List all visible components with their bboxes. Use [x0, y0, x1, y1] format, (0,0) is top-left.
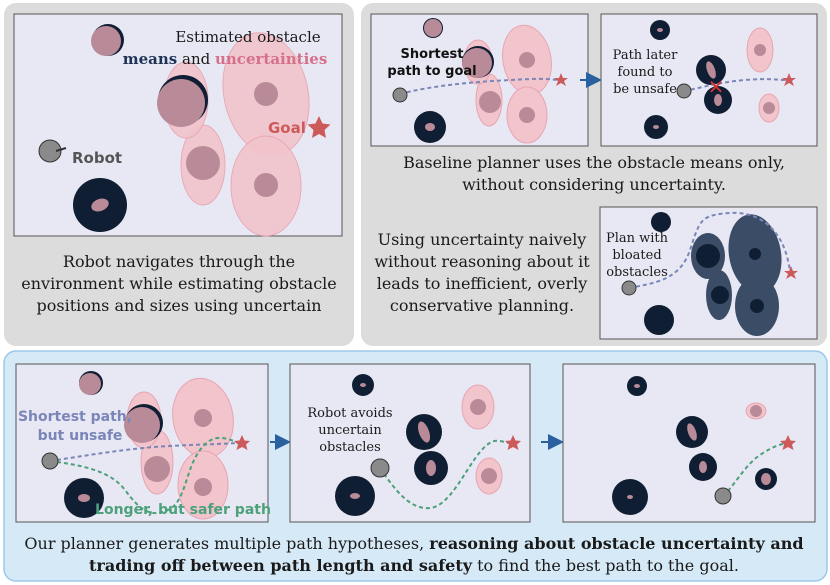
svg-text:positions and sizes using unce: positions and sizes using uncertain [36, 296, 321, 315]
scene-ours-2: Robot avoids uncertain obstacles [289, 363, 531, 523]
caption-ours: Our planner generates multiple path hypo… [24, 534, 803, 575]
robot-label: Robot [72, 149, 122, 167]
svg-text:Robot navigates through the: Robot navigates through the [63, 252, 295, 271]
robot-icon [41, 452, 59, 470]
svg-text:bloated: bloated [612, 248, 661, 263]
goal-star-icon [780, 435, 796, 450]
svg-text:uncertain: uncertain [318, 423, 382, 438]
scene-baseline-1: Shortest path to goal [370, 13, 589, 147]
obstacle-mean [91, 198, 109, 212]
obstacle-mean [91, 26, 121, 56]
goal-star-icon [784, 266, 798, 279]
goal-star-icon [554, 73, 568, 86]
svg-text:Path later: Path later [613, 48, 678, 63]
conservative-path [628, 211, 791, 289]
svg-text:but unsafe: but unsafe [38, 428, 123, 444]
scene-ours-3 [562, 363, 816, 523]
legend-subtitle: means and uncertainties [123, 50, 328, 68]
shortest-unsafe-path [49, 442, 241, 462]
svg-text:Longer, but safer path: Longer, but safer path [95, 502, 271, 518]
caption-baseline: Baseline planner uses the obstacle means… [403, 153, 785, 194]
longer-safer-path [49, 436, 241, 515]
robot-icon [392, 87, 408, 103]
svg-text:Shortest path,: Shortest path, [18, 409, 132, 425]
goal-label: Goal [268, 119, 306, 137]
svg-text:obstacles: obstacles [319, 440, 381, 455]
goal-star-icon [307, 116, 331, 138]
svg-text:trading off between path lengt: trading off between path length and safe… [89, 556, 739, 575]
obstacle [644, 305, 674, 335]
robot-icon [38, 139, 62, 163]
svg-text:path to goal: path to goal [387, 64, 476, 79]
svg-text:Using uncertainty naively: Using uncertainty naively [378, 230, 587, 249]
goal-star-icon [782, 73, 796, 86]
safe-path [379, 439, 513, 510]
legend-title: Estimated obstacle [175, 28, 320, 46]
goal-star-icon [234, 435, 250, 450]
svg-text:Our planner generates multiple: Our planner generates multiple path hypo… [24, 534, 803, 553]
svg-text:without considering uncertaint: without considering uncertainty. [462, 175, 726, 194]
safe-path [722, 442, 787, 497]
svg-text:Plan with: Plan with [606, 231, 669, 246]
unsafe-path [683, 78, 787, 92]
scene-bloated: Plan with bloated obstacles [599, 206, 818, 340]
obstacle-mean [157, 79, 205, 127]
svg-text:found to: found to [618, 65, 673, 80]
obstacle-mean [186, 146, 220, 180]
svg-text:Baseline planner uses the obst: Baseline planner uses the obstacle means… [403, 153, 785, 172]
svg-text:without reasoning about it: without reasoning about it [374, 252, 590, 271]
svg-text:be unsafe: be unsafe [613, 82, 677, 97]
robot-icon [714, 487, 732, 505]
robot-icon [370, 458, 390, 478]
robot-icon [676, 83, 692, 99]
svg-text:leads to inefficient, overly: leads to inefficient, overly [377, 274, 588, 293]
caption-top-left: Robot navigates through the environment … [21, 252, 336, 315]
scene-baseline-2: ✕ Path later found to be unsafe [600, 13, 818, 147]
goal-star-icon [505, 435, 521, 450]
robot-icon [621, 280, 637, 296]
svg-text:Robot avoids: Robot avoids [307, 406, 392, 421]
svg-text:Shortest: Shortest [401, 47, 464, 62]
svg-text:environment while estimating o: environment while estimating obstacle [21, 274, 336, 293]
svg-text:conservative planning.: conservative planning. [390, 296, 574, 315]
obstacle-mean [254, 82, 278, 106]
shortest-path [399, 77, 559, 95]
collision-x-icon: ✕ [708, 75, 725, 99]
svg-text:obstacles: obstacles [606, 265, 668, 280]
scene-top-left: Estimated obstacle means and uncertainti… [13, 13, 343, 237]
caption-naive: Using uncertainty naively without reason… [374, 230, 590, 315]
obstacle-mean [254, 173, 278, 197]
scene-ours-1: Shortest path, but unsafe Longer, but sa… [15, 363, 271, 523]
